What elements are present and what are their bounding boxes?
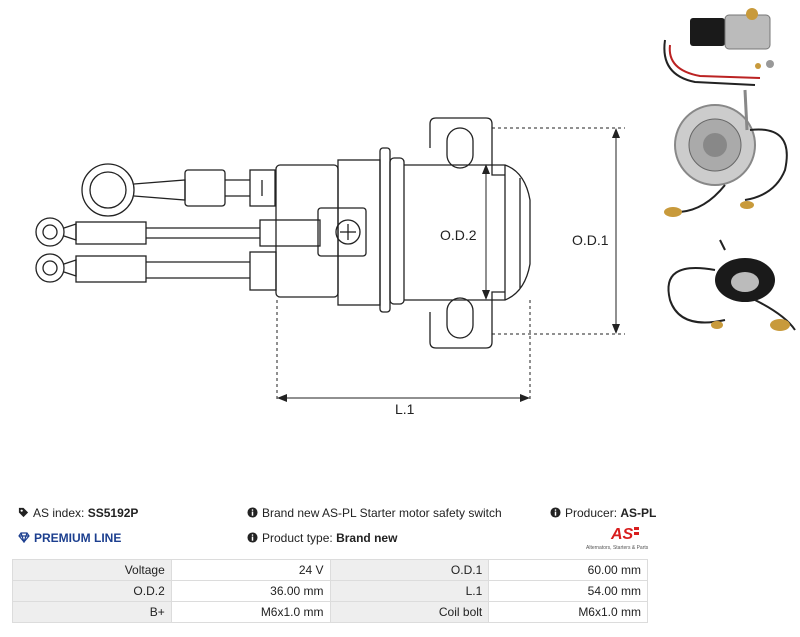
as-index-label: AS index:	[33, 506, 85, 520]
spec-value: 36.00 mm	[170, 580, 331, 602]
spec-label: O.D.2	[12, 580, 172, 602]
od2-label: O.D.2	[440, 227, 477, 243]
producer-value: AS-PL	[620, 506, 657, 520]
od1-label: O.D.1	[572, 232, 609, 248]
tag-icon	[18, 507, 29, 521]
spec-value: 54.00 mm	[488, 580, 648, 602]
description-text: Brand new AS-PL Starter motor safety swi…	[262, 506, 502, 520]
photo-bottom-view	[667, 239, 796, 331]
spec-value: 60.00 mm	[488, 559, 648, 581]
logo-caption: Alternators, Starters & Parts	[586, 545, 649, 551]
product-photos	[663, 8, 796, 331]
spec-label: O.D.1	[329, 559, 490, 581]
spec-label: Coil bolt	[329, 601, 490, 623]
svg-text:AS: AS	[610, 526, 634, 543]
l1-label: L.1	[395, 401, 415, 417]
spec-label: Voltage	[12, 559, 172, 581]
ring-terminal-mid	[35, 217, 321, 247]
photo-rear-view	[664, 89, 788, 217]
spec-table: Voltage 24 V O.D.1 60.00 mm O.D.2 36.00 …	[12, 559, 648, 623]
description-row: Brand new AS-PL Starter motor safety swi…	[247, 506, 502, 521]
product-type-row: Product type: Brand new	[247, 531, 397, 546]
as-pl-logo: AS Alternators, Starters & Parts	[586, 526, 649, 551]
table-row: Voltage 24 V O.D.1 60.00 mm	[12, 559, 648, 581]
info-icon	[247, 507, 258, 521]
premium-line-badge: PREMIUM LINE	[18, 531, 121, 546]
info-icon	[550, 507, 561, 521]
spec-value: 24 V	[170, 559, 331, 581]
spec-label: B+	[12, 601, 172, 623]
spec-label: L.1	[329, 580, 490, 602]
ring-terminal-low	[35, 251, 277, 291]
producer-row: Producer: AS-PL	[550, 506, 656, 521]
product-type-label: Product type:	[262, 531, 333, 545]
info-icon	[247, 532, 258, 546]
spec-value: M6x1.0 mm	[488, 601, 648, 623]
premium-line-label: PREMIUM LINE	[34, 531, 122, 545]
spec-value: M6x1.0 mm	[170, 601, 331, 623]
product-type-value: Brand new	[336, 531, 398, 545]
photo-side-view	[663, 8, 774, 86]
producer-label: Producer:	[565, 506, 618, 520]
ring-terminal-large	[81, 163, 276, 217]
table-row: O.D.2 36.00 mm L.1 54.00 mm	[12, 580, 648, 602]
table-row: B+ M6x1.0 mm Coil bolt M6x1.0 mm	[12, 601, 648, 623]
diamond-icon	[18, 532, 30, 546]
as-index-row: AS index: SS5192P	[18, 506, 138, 521]
as-index-value: SS5192P	[87, 506, 139, 520]
technical-drawing: O.D.2 O.D.1 L.1	[35, 117, 625, 417]
